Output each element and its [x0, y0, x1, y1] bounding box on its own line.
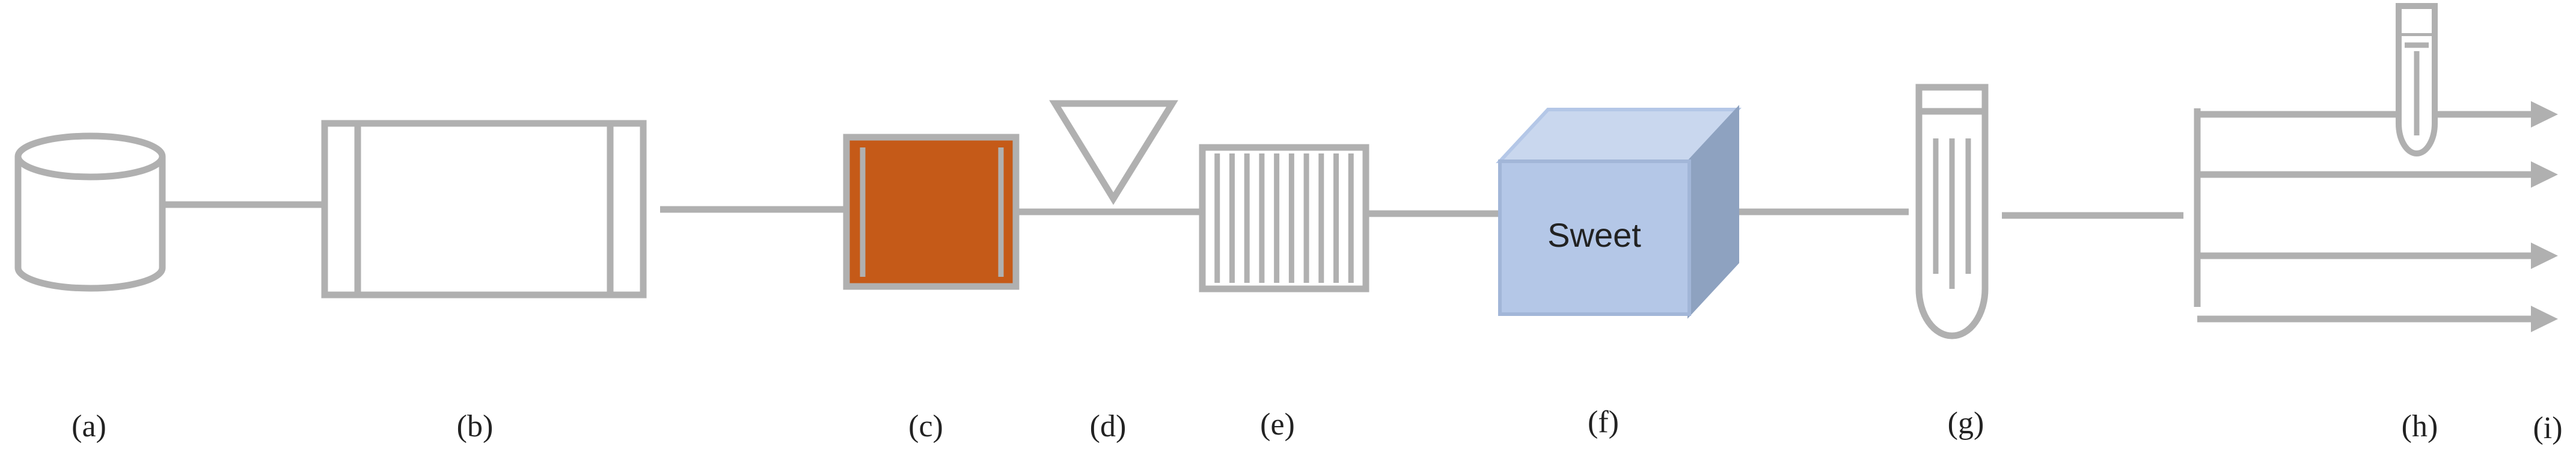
outlet-arrow-4: [2197, 306, 2558, 332]
outlet-arrow-1: [2197, 101, 2558, 128]
outlet-arrow-3: [2197, 243, 2558, 269]
filter-block-icon: [843, 134, 1020, 290]
small-tube-icon: [2396, 3, 2438, 156]
connector-lines: [162, 201, 2183, 219]
label-f: (f): [1588, 405, 1619, 439]
manifold-outlets: [2194, 101, 2558, 332]
stage-labels: (a) (b) (c) (d) (e) (f) (g) (h) (i): [72, 405, 2562, 445]
label-a: (a): [72, 409, 106, 444]
sweet-cube-label: Sweet: [1547, 216, 1641, 254]
label-i: (i): [2533, 411, 2562, 445]
label-g: (g): [1948, 406, 1984, 441]
test-tube-icon: [1915, 84, 1989, 339]
label-d: (d): [1090, 409, 1127, 444]
label-c: (c): [908, 409, 943, 444]
cylinder-tank-icon: [14, 132, 166, 292]
label-h: (h): [2402, 409, 2438, 444]
outlet-arrow-2: [2197, 161, 2558, 188]
plate-module-icon: [1199, 144, 1369, 292]
inverted-triangle-icon: [1049, 100, 1178, 205]
label-b: (b): [457, 409, 494, 444]
sweet-cube-icon: Sweet: [1496, 105, 1742, 319]
label-e: (e): [1260, 407, 1295, 442]
rectangular-vessel-icon: [321, 120, 647, 298]
